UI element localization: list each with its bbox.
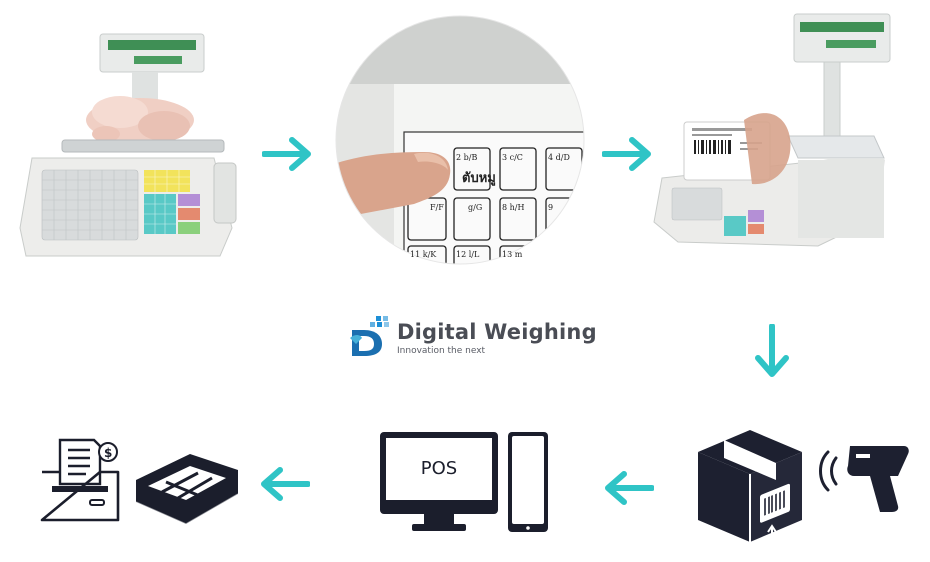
barcode-scanner-icon: [819, 446, 909, 512]
arrow-left-2: [258, 466, 310, 502]
keypress-closeup: 2 b/B 3 c/C 4 d/D F/F g/G 8 h/H 9 11 k/K…: [334, 14, 586, 266]
key-label: F/F: [430, 203, 444, 212]
key-label: 12 l/L: [456, 250, 480, 259]
pos-terminal-icon: [380, 432, 548, 532]
key-label: 4 d/D: [548, 153, 570, 162]
key-label: 9: [548, 203, 554, 212]
pos-screen-label: POS: [420, 458, 458, 479]
weighing-scale-icon: [19, 33, 237, 257]
key-label: g/G: [468, 203, 483, 212]
key-label: 3 c/C: [502, 153, 523, 162]
key-label: 2 b/B: [456, 153, 478, 162]
barcode-box-icon: [698, 430, 802, 542]
brand-name: Digital Weighing: [397, 320, 597, 344]
brand-logo-icon: [350, 316, 389, 356]
arrow-right-1: [262, 136, 314, 172]
key-label: 8 h/H: [502, 203, 525, 212]
keyboard-closeup-icon: [335, 15, 585, 265]
brand-tagline: Innovation the next: [397, 346, 486, 356]
label-printing-scale-icon: [653, 13, 891, 247]
key-label: 11 k/K: [410, 250, 437, 259]
cash-drawer-icon: [135, 454, 239, 525]
arrow-down: [754, 324, 790, 380]
svg-text:$: $: [104, 446, 112, 460]
key-label: 13 m: [502, 250, 523, 259]
receipt-printer-icon: $: [40, 438, 120, 522]
arrow-left-1: [602, 470, 654, 506]
thai-key-label: ตับหมู: [462, 171, 496, 186]
arrow-right-2: [602, 136, 654, 172]
